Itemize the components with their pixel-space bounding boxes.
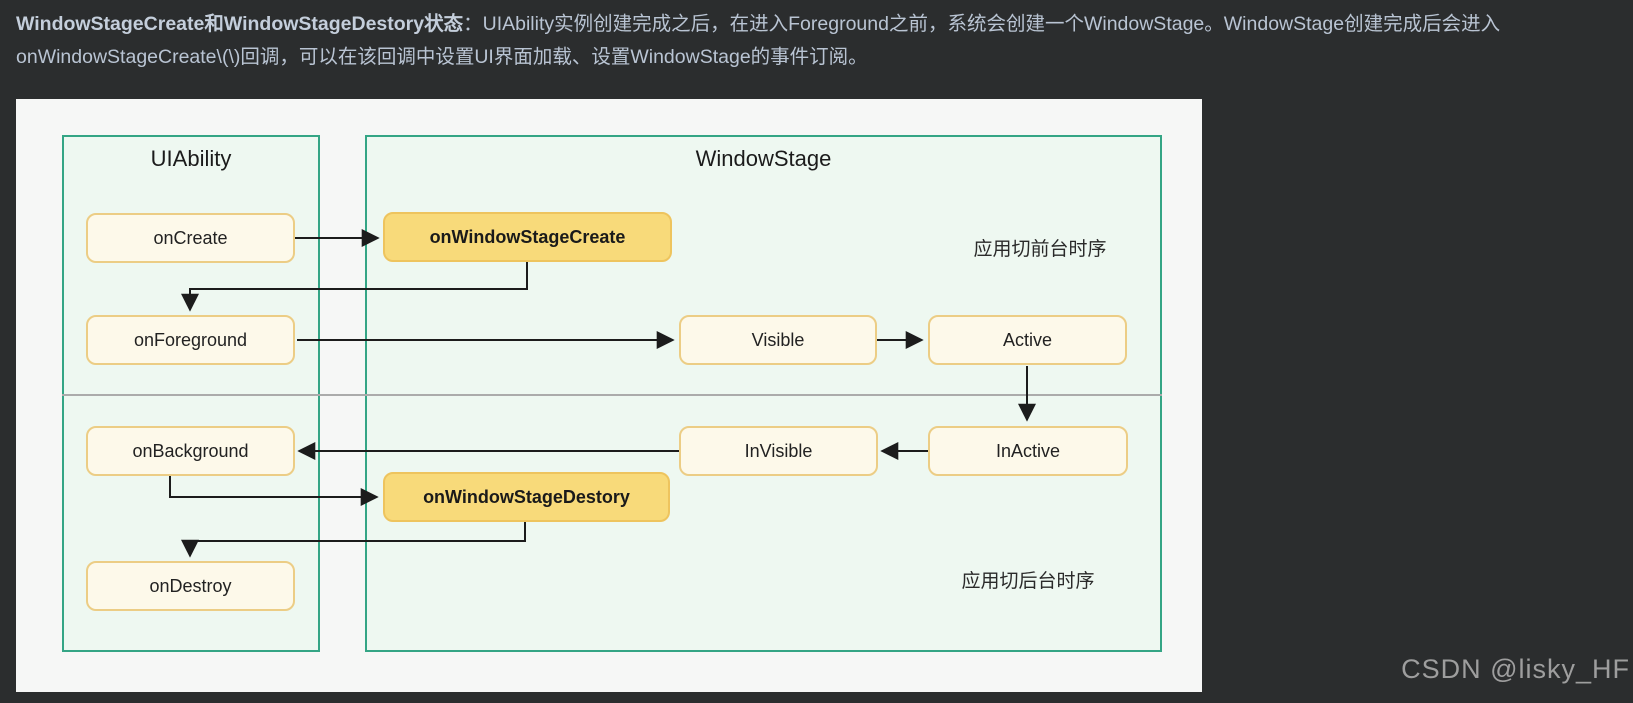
- watermark: CSDN @lisky_HF: [1401, 654, 1630, 684]
- paragraph-bold-title: WindowStageCreate和WindowStageDestory状态: [16, 13, 464, 35]
- arrow-onwindowstagedestory-to-ondestroy: [181, 522, 526, 558]
- node-onforeground: onForeground: [86, 315, 295, 365]
- annotation-background-sequence: 应用切后台时序: [961, 571, 1095, 592]
- arrow-onwindowstagecreate-to-onforeground: [181, 262, 528, 312]
- node-inactive: InActive: [928, 426, 1128, 476]
- node-onwindowstagedestory: onWindowStageDestory: [383, 472, 670, 522]
- divider-line: [62, 394, 1162, 396]
- diagram-panel: UIAbility WindowStage: [16, 99, 1202, 692]
- node-ondestroy: onDestroy: [86, 561, 295, 611]
- node-onbackground: onBackground: [86, 426, 295, 476]
- node-invisible: InVisible: [679, 426, 878, 476]
- arrow-onbackground-to-onwindowstagedestory: [169, 476, 379, 506]
- paragraph-line1-rest: ：UIAbility实例创建完成之后，在进入Foreground之前，系统会创建…: [463, 13, 1501, 35]
- uiability-title: UIAbility: [150, 146, 232, 171]
- node-active: Active: [928, 315, 1127, 365]
- paragraph-line2: onWindowStageCreate\(\)回调，可以在该回调中设置UI界面加…: [16, 46, 868, 68]
- node-oncreate: onCreate: [86, 213, 295, 263]
- arrows-layer: [169, 229, 1036, 558]
- annotation-foreground-sequence: 应用切前台时序: [973, 239, 1107, 260]
- node-onwindowstagecreate: onWindowStageCreate: [383, 212, 672, 262]
- paragraph: WindowStageCreate和WindowStageDestory状态：U…: [16, 8, 1620, 74]
- paragraph-line1: WindowStageCreate和WindowStageDestory状态：U…: [16, 8, 1620, 41]
- windowstage-title: WindowStage: [695, 146, 832, 171]
- node-visible: Visible: [679, 315, 877, 365]
